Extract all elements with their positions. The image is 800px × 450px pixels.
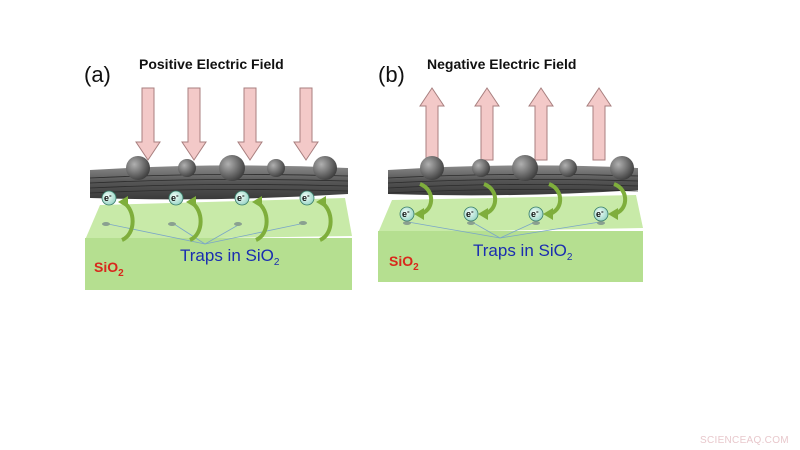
trap-site-icon — [299, 221, 307, 225]
field-arrow-icon — [474, 87, 500, 161]
traps-label: Traps in SiO2 — [180, 246, 280, 268]
graphene-texture-line — [387, 174, 639, 179]
electron-label: e- — [402, 207, 410, 219]
trap-site-icon — [403, 221, 411, 225]
field-arrows-up — [419, 87, 612, 161]
field-arrow-icon — [237, 87, 263, 161]
graphene-texture-line — [89, 174, 349, 179]
electron-transfer: e- — [528, 182, 563, 225]
electron-transfer: e- — [463, 182, 498, 225]
electron-icon — [593, 206, 609, 222]
electron-transfer-group: e-e-e-e- — [399, 182, 628, 239]
field-arrow-icon — [293, 87, 319, 161]
panel-b-label: (b) — [378, 62, 405, 87]
panel-a: (a) Positive Electric Field e-e-e-e- Tra… — [84, 56, 352, 290]
graphene-texture-line — [387, 179, 639, 184]
graphene-atom-bump — [472, 159, 490, 177]
trap-site-icon — [102, 222, 110, 226]
trap-site-icon — [234, 222, 242, 226]
field-arrow-icon — [586, 87, 612, 161]
panel-b-title: Negative Electric Field — [427, 56, 576, 72]
trap-pointer-line — [471, 221, 501, 239]
substrate-front-face — [378, 231, 643, 282]
electron-icon — [101, 190, 117, 206]
trap-pointer-line — [204, 222, 306, 245]
graphene-layer — [89, 155, 349, 200]
graphene-texture-line — [89, 189, 349, 194]
arrowhead-icon — [414, 208, 424, 220]
electron-label: e- — [596, 207, 604, 219]
electron-transfer: e- — [234, 190, 269, 242]
trap-pointer-line — [499, 221, 601, 239]
field-arrows-down — [135, 87, 319, 161]
field-arrow-icon — [181, 87, 207, 161]
electron-label: e- — [104, 191, 112, 203]
graphene-atom-bump — [559, 159, 577, 177]
panel-a-title: Positive Electric Field — [139, 56, 284, 72]
electron-icon — [528, 206, 544, 222]
substrate-front-face — [85, 238, 352, 290]
graphene-texture-line — [387, 184, 639, 189]
electron-transfer: e- — [399, 182, 434, 225]
graphene-atom-bump — [610, 156, 634, 180]
oxide-label: SiO2 — [94, 259, 124, 279]
trap-pointer-line — [204, 223, 241, 245]
electron-transfer: e- — [168, 190, 203, 242]
electron-transfer: e- — [299, 190, 333, 242]
trap-site-icon — [597, 221, 605, 225]
arrowhead-icon — [118, 196, 128, 208]
trap-pointer-line — [407, 221, 501, 239]
trap-site-icon — [532, 221, 540, 225]
field-arrow-icon — [135, 87, 161, 161]
trap-site-icon — [168, 222, 176, 226]
electron-transfer: e- — [101, 190, 135, 242]
graphene-atom-bump — [178, 159, 196, 177]
arrowhead-icon — [316, 196, 326, 208]
trap-pointer-line — [499, 221, 536, 239]
trap-site-icon — [467, 221, 475, 225]
traps-label: Traps in SiO2 — [473, 241, 573, 263]
graphene-texture-line — [89, 179, 349, 184]
graphene-atom-bump — [420, 156, 444, 180]
substrate-top-face — [85, 198, 352, 240]
graphene-atom-bump — [267, 159, 285, 177]
oxide-label: SiO2 — [389, 253, 419, 273]
graphene-atom-bump — [219, 155, 245, 181]
arrowhead-icon — [252, 196, 262, 208]
electron-icon — [399, 206, 415, 222]
panel-a-label: (a) — [84, 62, 111, 87]
graphene-atom-bump — [512, 155, 538, 181]
graphene-atom-bump — [126, 156, 150, 180]
arrowhead-icon — [543, 208, 553, 220]
electron-label: e- — [531, 207, 539, 219]
field-arrow-icon — [419, 87, 445, 161]
electron-icon — [168, 190, 184, 206]
trap-pointer-line — [107, 223, 206, 245]
electron-label: e- — [237, 191, 245, 203]
field-arrow-icon — [528, 87, 554, 161]
graphene-texture-line — [89, 184, 349, 189]
electron-label: e- — [171, 191, 179, 203]
electron-label: e- — [302, 191, 310, 203]
substrate-top-face — [378, 195, 643, 233]
trap-pointer-line — [173, 223, 206, 245]
watermark: SCIENCEAQ.COM — [700, 435, 789, 446]
graphene-atom-bump — [313, 156, 337, 180]
electron-icon — [234, 190, 250, 206]
arrowhead-icon — [608, 208, 618, 220]
panel-b: (b) Negative Electric Field e-e-e-e- Tra… — [378, 56, 643, 282]
electron-icon — [299, 190, 315, 206]
electron-label: e- — [466, 207, 474, 219]
arrowhead-icon — [478, 208, 488, 220]
sio2-substrate — [378, 195, 643, 282]
graphene-layer — [387, 155, 639, 196]
electron-transfer: e- — [593, 182, 628, 225]
graphene-texture-line — [387, 189, 639, 194]
electron-icon — [463, 206, 479, 222]
sio2-substrate — [85, 198, 352, 290]
electron-transfer-group: e-e-e-e- — [101, 190, 333, 245]
arrowhead-icon — [186, 196, 196, 208]
